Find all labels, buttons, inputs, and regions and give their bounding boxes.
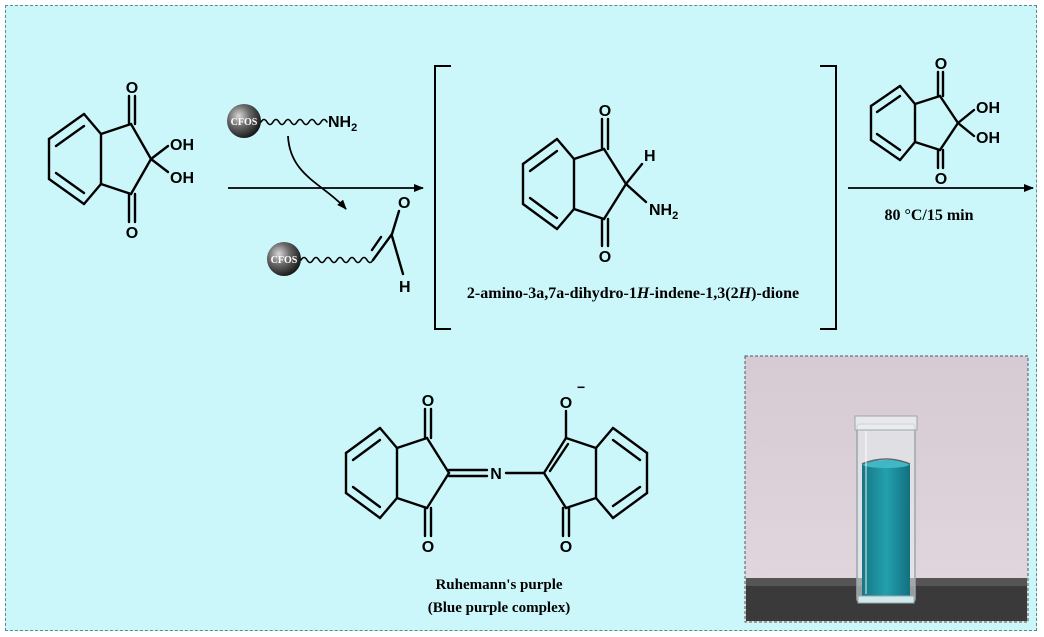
reactant-oh-2: OH — [170, 170, 194, 187]
product-o-anion: O — [560, 395, 572, 412]
second-reagent-ninhydrin: O O OH OH — [869, 56, 1000, 188]
product-anion-charge: − — [577, 379, 585, 395]
intermediate-amine: NH2 — [649, 202, 678, 222]
product-o-top-left: O — [422, 393, 434, 410]
second-oh-1: OH — [976, 100, 1000, 117]
byproduct-cfos-aldehyde: CFOS O H — [267, 195, 411, 296]
cfos-bead-aldehyde-label: CFOS — [271, 255, 298, 266]
scheme-frame: O O OH OH CFOS NH2 CFOS O H — [5, 5, 1037, 631]
reactant-oh-1: OH — [170, 137, 194, 154]
product-name: Ruhemann's purple — [435, 577, 562, 593]
product-n: N — [490, 466, 502, 483]
reagent-cfos-amine: CFOS NH2 — [227, 104, 357, 138]
second-o-top: O — [935, 56, 947, 73]
product-o-bottom-left: O — [422, 539, 434, 556]
bracket-right — [820, 65, 837, 330]
aldehyde-h: H — [399, 279, 411, 296]
cfos-bead-icon — [227, 104, 261, 138]
intermediate-name: 2-amino-3a,7a-dihydro-1H-indene-1,3(2H)-… — [467, 285, 799, 302]
product-o-bottom-right: O — [560, 539, 572, 556]
reagent-amine: NH2 — [328, 114, 357, 134]
reactant-o-top: O — [126, 80, 138, 97]
bracket-left — [434, 65, 451, 330]
intermediate-o-bottom: O — [599, 249, 611, 266]
cfos-bead-label: CFOS — [231, 117, 258, 128]
intermediate-h: H — [644, 148, 656, 165]
product-ruhemanns-purple: O O N O − O — [344, 379, 649, 556]
intermediate-o-top: O — [599, 103, 611, 120]
aldehyde-o: O — [398, 195, 410, 212]
intermediate-amino-indanedione: O O H NH2 — [521, 103, 678, 266]
cfos-bead-aldehyde-icon — [267, 242, 301, 276]
reaction-condition: 80 °C/15 min — [884, 207, 973, 224]
product-subtitle: (Blue purple complex) — [428, 600, 571, 616]
reactant-ninhydrin: O O OH OH — [47, 80, 194, 242]
cuvette-photo — [744, 355, 1029, 623]
reactant-o-bottom: O — [126, 225, 138, 242]
curved-arrow-icon — [287, 135, 347, 210]
reaction-scheme: O O OH OH CFOS NH2 CFOS O H — [47, 56, 1034, 623]
blue-solution — [862, 464, 910, 597]
second-o-bottom: O — [935, 171, 947, 188]
second-oh-2: OH — [976, 130, 1000, 147]
